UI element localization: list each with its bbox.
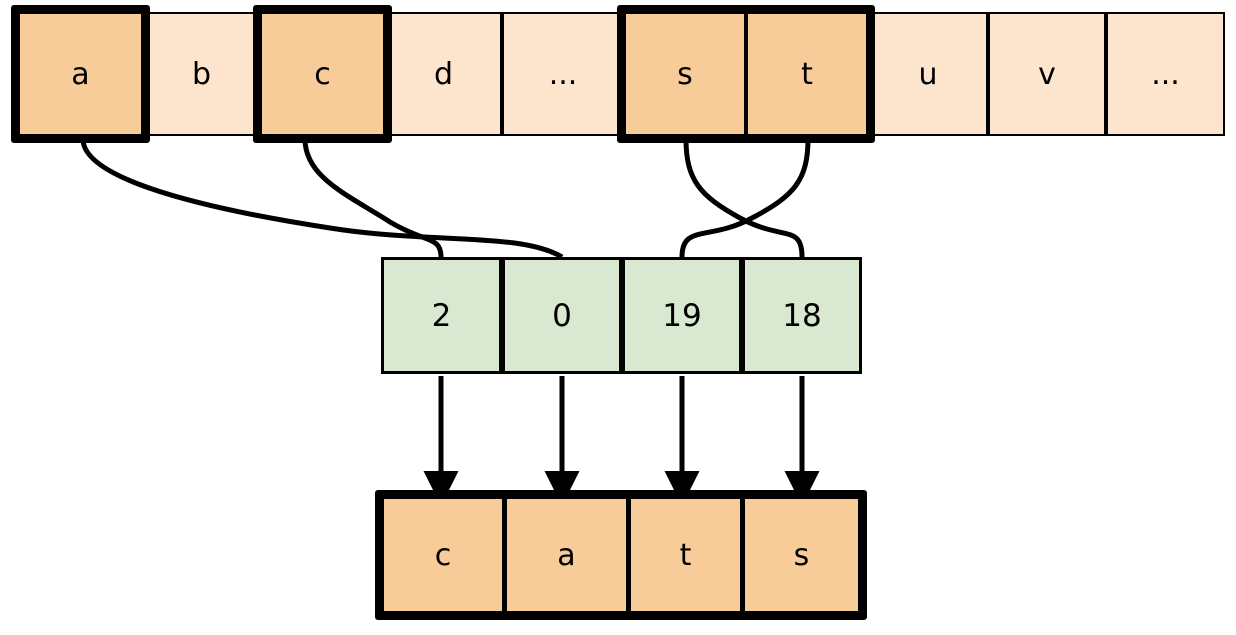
alphabet-cell-s[interactable]: s: [624, 12, 746, 136]
alphabet-cell-c[interactable]: c: [260, 12, 385, 136]
connector-a-to-0: [80, 138, 564, 260]
alphabet-cell-t[interactable]: t: [746, 12, 868, 136]
index-cell-3[interactable]: 18: [742, 257, 862, 374]
alphabet-cell-u[interactable]: u: [868, 12, 988, 136]
output-cell-a[interactable]: a: [507, 499, 631, 611]
alphabet-cell-v[interactable]: v: [988, 12, 1106, 136]
connector-c-to-2: [302, 138, 444, 258]
alphabet-cell-ellipsis-9[interactable]: ...: [1106, 12, 1225, 136]
output-cell-s[interactable]: s: [745, 499, 858, 611]
index-cell-0[interactable]: 2: [381, 257, 502, 374]
alphabet-cell-a[interactable]: a: [18, 12, 143, 136]
connector-s-to-18: [683, 138, 805, 258]
output-cell-c[interactable]: c: [384, 499, 507, 611]
alphabet-cell-ellipsis-4[interactable]: ...: [502, 12, 624, 136]
alphabet-cell-d[interactable]: d: [385, 12, 502, 136]
index-cell-1[interactable]: 0: [502, 257, 622, 374]
index-cell-2[interactable]: 19: [622, 257, 742, 374]
output-cell-t[interactable]: t: [631, 499, 745, 611]
connector-t-to-19: [679, 138, 811, 258]
alphabet-cell-b[interactable]: b: [143, 12, 260, 136]
